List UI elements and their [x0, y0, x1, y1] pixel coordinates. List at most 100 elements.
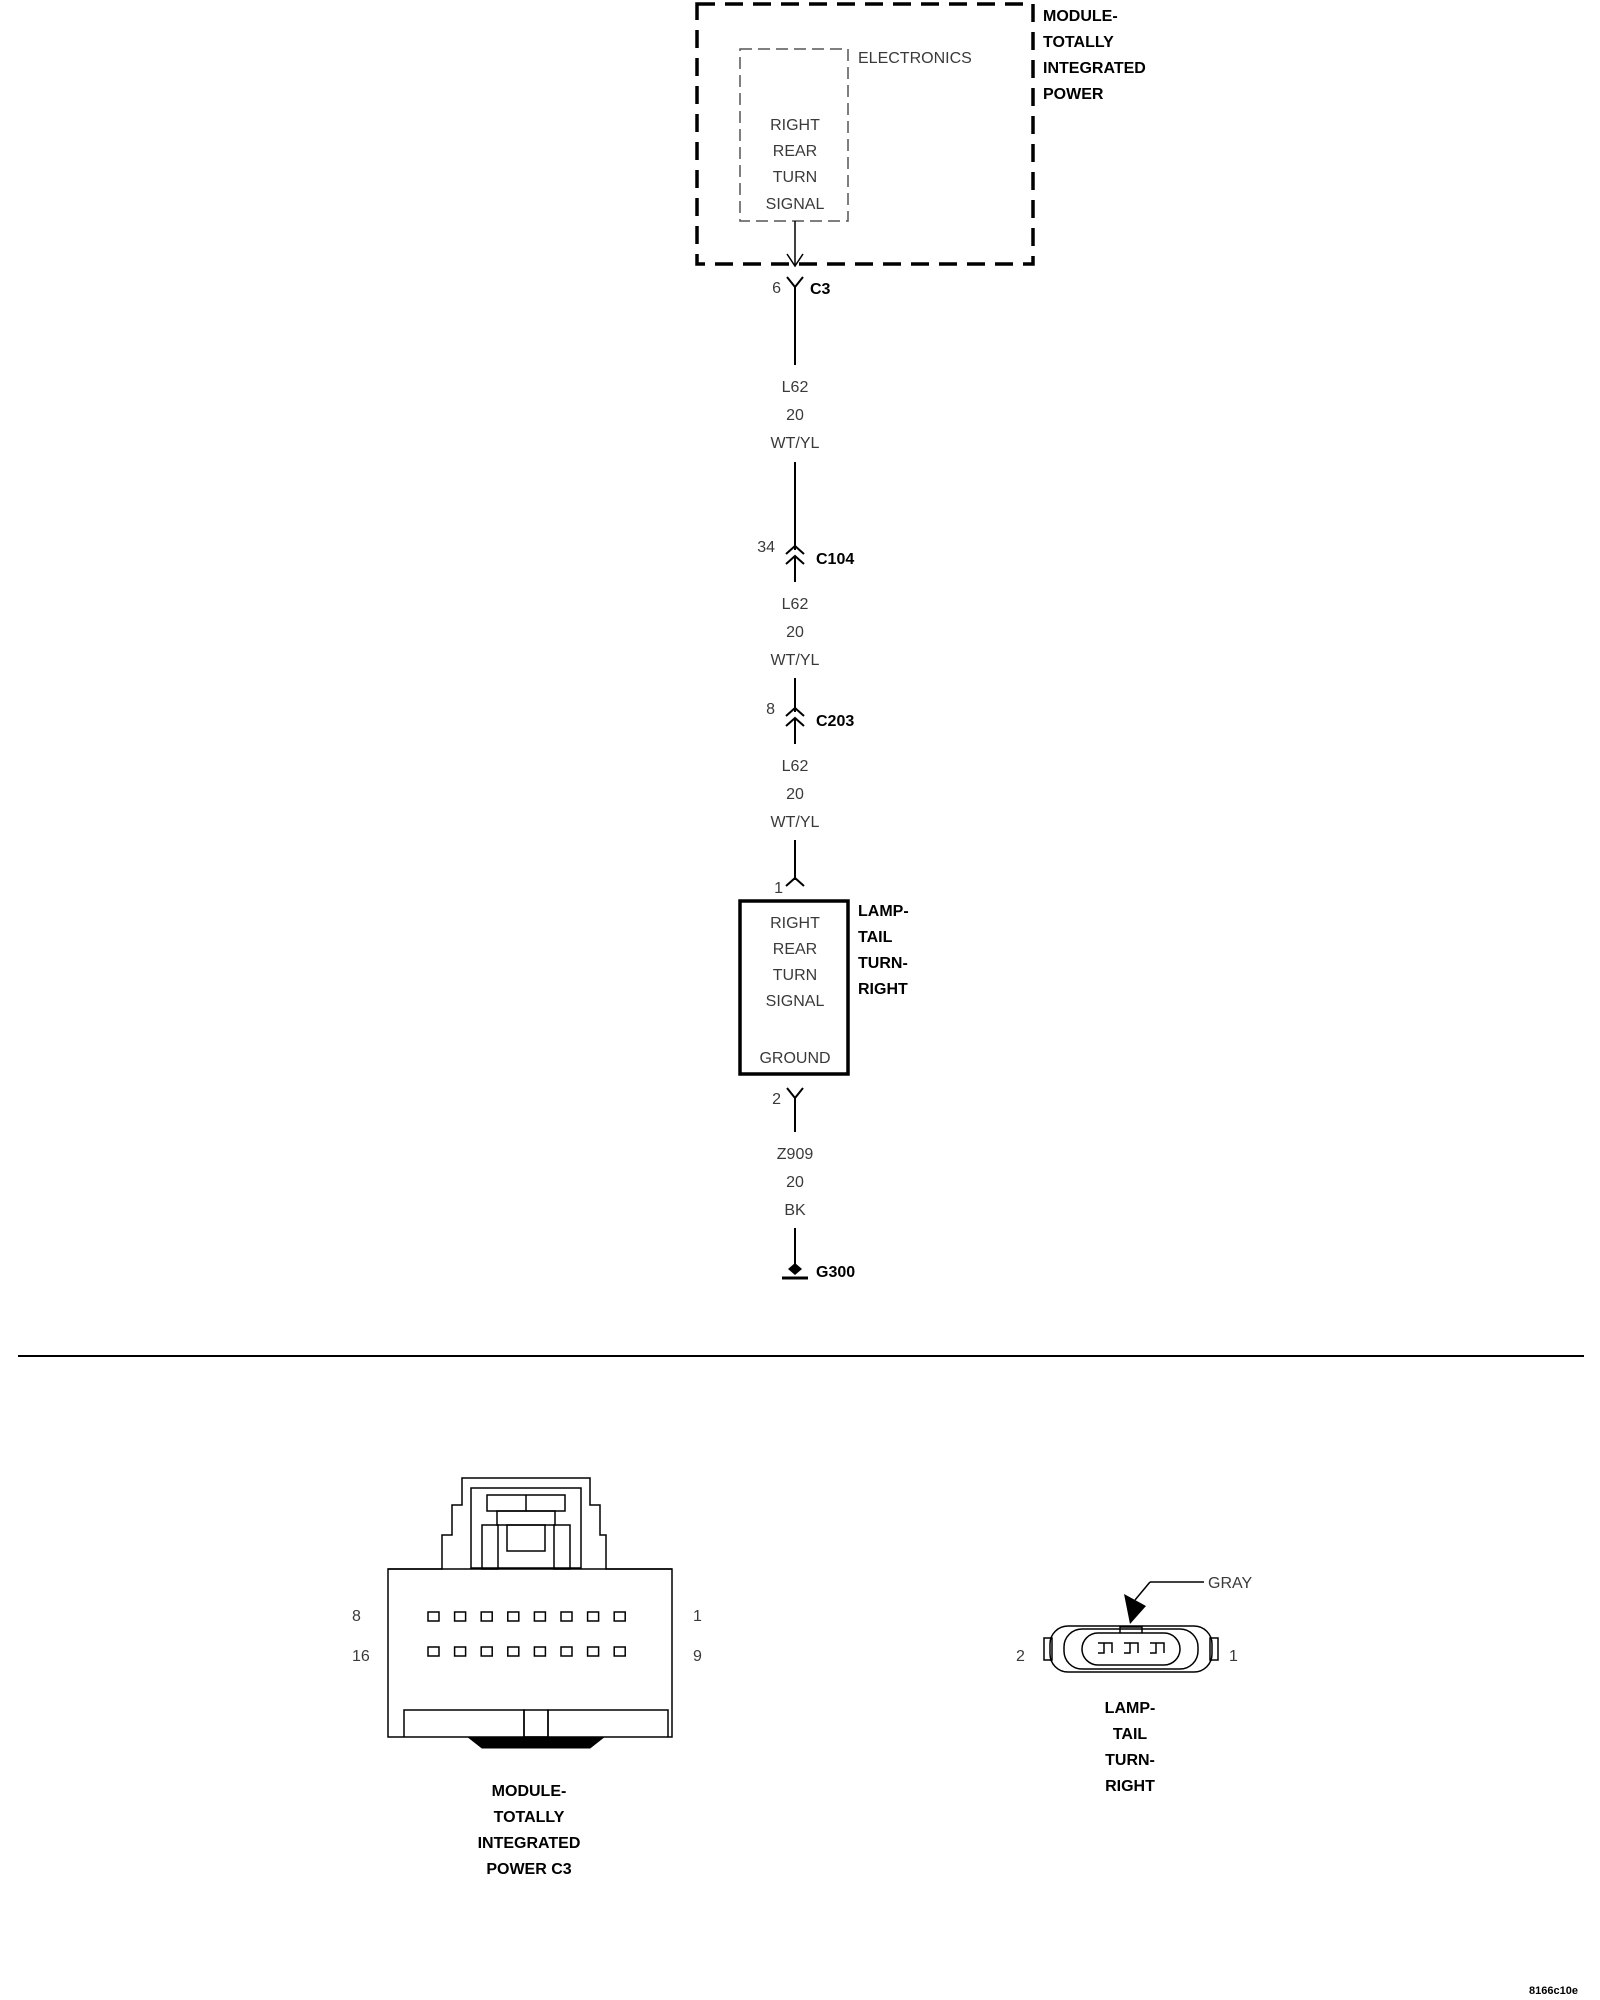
wire-3-circuit: L62 — [782, 758, 809, 775]
c3-view-key-center — [523, 1709, 549, 1738]
c104-name: C104 — [816, 551, 854, 568]
lamp-box — [738, 899, 850, 1076]
lamp-view-pin-left: 2 — [1016, 1648, 1025, 1665]
module-title-line-2: TOTALLY — [1043, 34, 1114, 51]
c3-view-cavity — [586, 1611, 600, 1622]
module-title-line-3: INTEGRATED — [1043, 60, 1146, 77]
module-inner-line-4: SIGNAL — [766, 196, 825, 213]
c104-pin-number: 34 — [757, 539, 775, 556]
lamp-title-line-4: RIGHT — [858, 981, 908, 998]
c3-view-caption-line-2: TOTALLY — [494, 1809, 565, 1826]
lamp-view-color-pointer-arrow — [1124, 1594, 1146, 1624]
c3-view-caption-line-1: MODULE- — [492, 1783, 567, 1800]
lamp-title-line-3: TURN- — [858, 955, 908, 972]
lamp-view-key-notch — [1119, 1626, 1143, 1633]
lamp-view-outer-body — [1049, 1625, 1213, 1673]
c3-view-latch-foot-left — [481, 1524, 499, 1570]
lamp-ground-label: GROUND — [759, 1050, 830, 1067]
lamp-view-caption-line-2: TAIL — [1113, 1726, 1148, 1743]
lamp-title-line-2: TAIL — [858, 929, 893, 946]
lamp-view-right-tab — [1209, 1637, 1219, 1661]
module-outline — [695, 2, 1035, 266]
c203-symbol-upper — [785, 706, 805, 717]
c3-view-cavity — [453, 1646, 467, 1657]
wire-4-gauge: 20 — [786, 1174, 804, 1191]
lamp-pin2-symbol — [786, 1087, 804, 1100]
lamp-view-pin-right: 1 — [1229, 1648, 1238, 1665]
module-c3-connector-view: 8 1 16 9 MODULE- TOTALLY INTEGRATED POWE… — [352, 1477, 702, 1878]
c3-view-cavity — [453, 1611, 467, 1622]
lamp-view-caption-line-1: LAMP- — [1105, 1700, 1156, 1717]
wire-3-gauge: 20 — [786, 786, 804, 803]
lamp-view-terminal-right — [1150, 1642, 1165, 1654]
c3-view-bottom-tab — [466, 1736, 606, 1749]
electronics-box — [739, 48, 849, 222]
c3-view-cavity — [613, 1611, 626, 1622]
c203-pin-number: 8 — [766, 701, 775, 718]
c3-view-key — [403, 1709, 669, 1737]
lamp-view-terminal-center — [1124, 1642, 1139, 1654]
module-title-line-1: MODULE- — [1043, 8, 1118, 25]
c3-view-cavity — [560, 1611, 573, 1622]
wire-1-circuit: L62 — [782, 379, 809, 396]
lamp-inner-line-3: TURN — [773, 967, 817, 984]
c3-view-cavity — [427, 1646, 440, 1657]
electronics-output-arrow — [786, 253, 804, 268]
lamp-view-caption-line-4: RIGHT — [1105, 1778, 1155, 1795]
c3-view-caption-line-3: INTEGRATED — [478, 1835, 581, 1852]
lamp-title-line-1: LAMP- — [858, 903, 909, 920]
c3-view-cavity — [533, 1646, 547, 1657]
c3-view-cavity — [480, 1646, 493, 1657]
ground-g300: G300 — [782, 1263, 855, 1281]
module-tipm: ELECTRONICS RIGHT REAR TURN SIGNAL MODUL… — [695, 2, 1146, 268]
c203-name: C203 — [816, 713, 854, 730]
c3-symbol — [786, 276, 804, 289]
c3-view-latch-foot-right — [553, 1524, 571, 1570]
lamp-view-terminal-left — [1098, 1642, 1113, 1654]
c3-name: C3 — [810, 281, 831, 298]
c3-view-pin-label-top-right: 1 — [693, 1608, 702, 1625]
c3-view-body — [387, 1568, 673, 1738]
c3-view-cavity — [560, 1646, 573, 1657]
c3-view-pin-label-bottom-right: 9 — [693, 1648, 702, 1665]
lamp-view-color-pointer-line — [1134, 1581, 1151, 1601]
connector-c203: 8 C203 — [766, 701, 854, 730]
connector-c104: 34 C104 — [757, 539, 854, 568]
c3-view-latch-bar-low — [506, 1524, 546, 1552]
c3-view-cavity — [613, 1646, 626, 1657]
lamp-view-inner-shroud — [1081, 1632, 1181, 1666]
wire-2-color: WT/YL — [771, 652, 820, 669]
lamp-inner-line-4: SIGNAL — [766, 993, 825, 1010]
c3-view-cavities — [427, 1611, 626, 1657]
connector-c3: 6 C3 — [772, 276, 831, 298]
ground-symbol — [788, 1263, 802, 1275]
module-title-line-4: POWER — [1043, 86, 1104, 103]
lamp-inner-line-1: RIGHT — [770, 915, 820, 932]
c104-symbol-upper — [785, 544, 805, 555]
electronics-label: ELECTRONICS — [858, 50, 972, 67]
c3-view-caption-line-4: POWER C3 — [486, 1861, 571, 1878]
wire-4-circuit: Z909 — [777, 1146, 814, 1163]
lamp-view-left-tab — [1043, 1637, 1053, 1661]
module-inner-line-3: TURN — [773, 169, 817, 186]
c3-view-cavity — [586, 1646, 600, 1657]
c3-pin-number: 6 — [772, 280, 781, 297]
wire-1-color: WT/YL — [771, 435, 820, 452]
c3-view-latch-bar-mid — [496, 1510, 556, 1526]
figure-id: 8166c10e — [1529, 1985, 1578, 1997]
c3-view-cavity — [480, 1611, 493, 1622]
wire-2-gauge: 20 — [786, 624, 804, 641]
ground-name: G300 — [816, 1264, 855, 1281]
wire-4-color: BK — [784, 1202, 806, 1219]
c3-view-cavity — [533, 1611, 547, 1622]
lamp-tail-turn-right: 1 RIGHT REAR TURN SIGNAL GROUND LAMP- TA… — [738, 876, 909, 1108]
c3-view-pin-label-bottom-left: 16 — [352, 1648, 370, 1665]
lamp-pin1-symbol — [785, 876, 805, 887]
lamp-pin2-number: 2 — [772, 1091, 781, 1108]
module-inner-line-1: RIGHT — [770, 117, 820, 134]
c3-view-latch — [388, 1477, 672, 1570]
wire-2-circuit: L62 — [782, 596, 809, 613]
lamp-view-color-label: GRAY — [1208, 1575, 1252, 1592]
c3-view-cavity — [507, 1646, 520, 1657]
